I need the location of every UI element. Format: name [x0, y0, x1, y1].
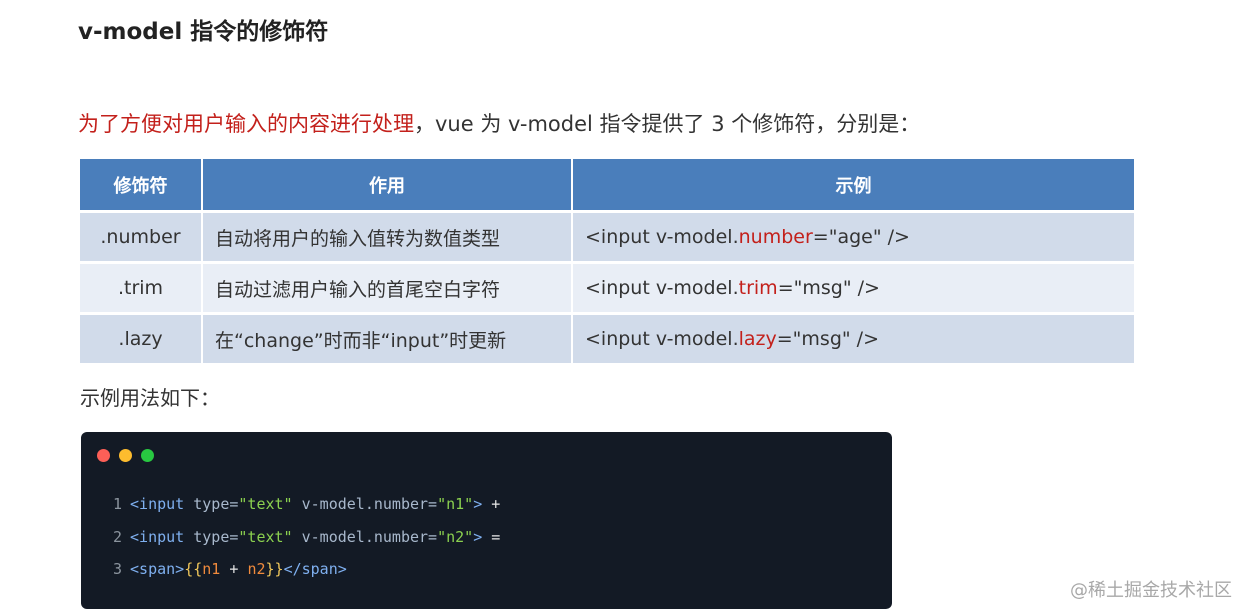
code-line: 3 <span>{{n1 + n2}}</span>	[113, 559, 347, 579]
example-suffix: ="age" />	[812, 226, 910, 248]
code-block: 1<input type="text" v-model.number="n1">…	[81, 432, 892, 609]
line-number: 2	[113, 528, 123, 546]
example-prefix: <input v-model.	[585, 226, 739, 248]
window-close-dot-icon	[97, 449, 110, 462]
code-string: "n2"	[437, 528, 474, 546]
code-tag: <input	[130, 528, 185, 546]
window-minimize-dot-icon	[119, 449, 132, 462]
watermark: @稀土掘金技术社区	[1070, 580, 1232, 601]
code-brace: {{	[184, 560, 203, 578]
code-string: "n1"	[437, 495, 474, 513]
code-line: 1 <input type="text" v-model.number="n1">…	[113, 494, 500, 514]
example-prefix: <input v-model.	[585, 328, 739, 350]
code-tag: >	[473, 495, 483, 513]
effect-cell: 自动将用户的输入值转为数值类型	[202, 211, 573, 264]
modifier-cell: .number	[80, 211, 203, 264]
example-cell: <input v-model.trim="msg" />	[572, 262, 1134, 315]
table-row: .lazy 在“change”时而非“input”时更新 <input v-mo…	[80, 313, 1134, 366]
line-number: 3	[113, 560, 123, 578]
page-title: v-model 指令的修饰符	[78, 19, 329, 45]
table-header-row: 修饰符 作用 示例	[80, 159, 1134, 213]
effect-cell: 在“change”时而非“input”时更新	[202, 313, 573, 366]
header-effect: 作用	[202, 159, 573, 213]
example-suffix: ="msg" />	[777, 277, 880, 299]
code-attr: v-model.number=	[301, 528, 438, 546]
intro-highlight: 为了方便对用户输入的内容进行处理	[78, 112, 414, 136]
code-tag: </span>	[283, 560, 347, 578]
code-variable: n2	[247, 560, 266, 578]
code-operator: +	[229, 560, 239, 578]
intro-paragraph: 为了方便对用户输入的内容进行处理，vue 为 v-model 指令提供了 3 个…	[78, 106, 920, 142]
code-tag: <span>	[130, 560, 185, 578]
header-modifier: 修饰符	[80, 159, 203, 213]
example-cell: <input v-model.number="age" />	[572, 211, 1134, 264]
code-line: 2 <input type="text" v-model.number="n2">…	[113, 527, 500, 547]
example-usage-heading: 示例用法如下：	[80, 386, 220, 410]
code-string: "text"	[238, 495, 293, 513]
table-row: .number 自动将用户的输入值转为数值类型 <input v-model.n…	[80, 211, 1134, 264]
modifier-cell: .lazy	[80, 313, 203, 366]
code-operator: =	[491, 528, 501, 546]
table-row: .trim 自动过滤用户输入的首尾空白字符 <input v-model.tri…	[80, 262, 1134, 315]
example-cell: <input v-model.lazy="msg" />	[572, 313, 1134, 366]
modifiers-table: 修饰符 作用 示例 .number 自动将用户的输入值转为数值类型 <input…	[80, 159, 1134, 366]
code-tag: >	[473, 528, 483, 546]
example-modifier: trim	[738, 277, 778, 299]
code-attr: type=	[193, 495, 239, 513]
example-modifier: lazy	[738, 328, 777, 350]
code-attr: type=	[193, 528, 239, 546]
example-suffix: ="msg" />	[776, 328, 879, 350]
intro-rest: ，vue 为 v-model 指令提供了 3 个修饰符，分别是：	[414, 112, 921, 136]
code-tag: <input	[130, 495, 185, 513]
code-string: "text"	[238, 528, 293, 546]
effect-cell: 自动过滤用户输入的首尾空白字符	[202, 262, 573, 315]
example-modifier: number	[738, 226, 813, 248]
code-operator: +	[491, 495, 501, 513]
code-attr: v-model.number=	[301, 495, 438, 513]
header-example: 示例	[572, 159, 1134, 213]
code-variable: n1	[202, 560, 221, 578]
line-number: 1	[113, 495, 123, 513]
example-prefix: <input v-model.	[585, 277, 739, 299]
code-brace: }}	[265, 560, 284, 578]
modifier-cell: .trim	[80, 262, 203, 315]
window-maximize-dot-icon	[141, 449, 154, 462]
